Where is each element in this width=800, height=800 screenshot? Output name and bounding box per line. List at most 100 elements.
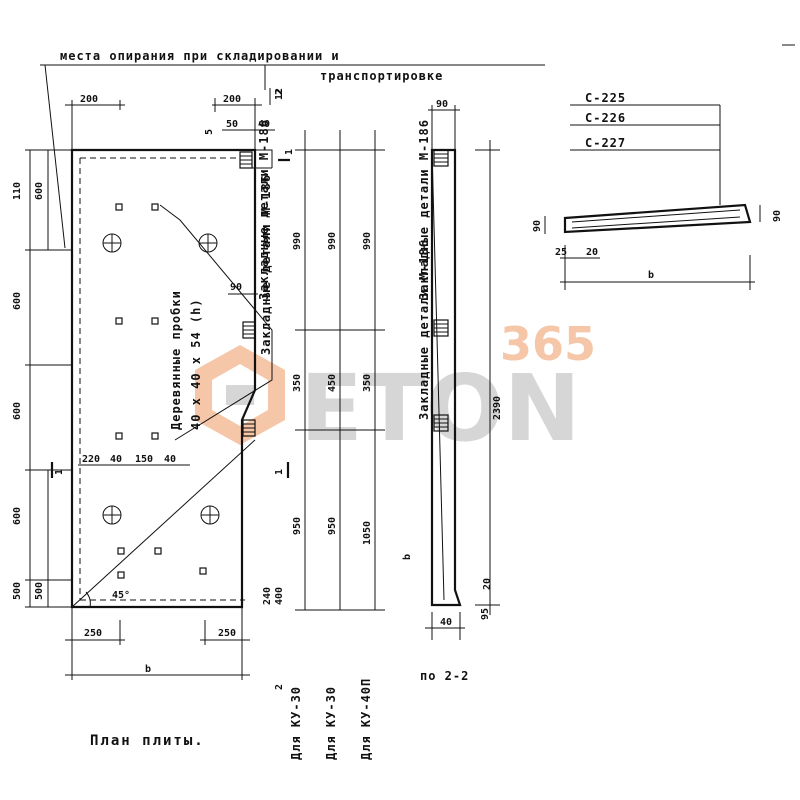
- dim-left-600d: 600: [12, 507, 23, 525]
- dim-row-40a: 40: [110, 454, 122, 465]
- embedded-parts-label-section-top: Закладные детали М-186: [417, 119, 431, 300]
- embedded-part-icon: [239, 151, 253, 169]
- opening-circle-icon: [102, 233, 122, 253]
- watermark-number: 365: [500, 317, 596, 371]
- dim-col-990c: 990: [362, 232, 373, 250]
- wood-plug-icon: [115, 432, 123, 440]
- angle-45: 45°: [112, 590, 130, 601]
- dim-xs-b: b: [648, 270, 654, 281]
- leader-support-left: [44, 64, 66, 249]
- opening-icons: [102, 233, 220, 525]
- section-mark-2a: 2: [274, 684, 285, 690]
- wood-plug-icons: [115, 203, 207, 579]
- dim-col-400: 400: [274, 587, 285, 605]
- embedded-parts-label-top: Закладные детали М-186: [257, 119, 271, 300]
- embedded-parts-label-section-mid: Закладные детали М-186: [417, 239, 431, 420]
- series-label-c227: С-227: [585, 136, 626, 150]
- wood-plug-icon: [199, 567, 207, 575]
- dim-top-left-200: 200: [80, 94, 98, 105]
- wood-plug-icon: [154, 547, 162, 555]
- embedded-part-icon: [242, 321, 256, 339]
- dim-sec-40: 40: [440, 617, 452, 628]
- dim-col-950a: 950: [292, 517, 303, 535]
- plan-bottom-dimensions: 250 250 b: [65, 607, 250, 680]
- dim-bot-b: b: [145, 664, 151, 675]
- wood-blocks-label-2: 40 x 40 x 54 (h): [189, 298, 203, 430]
- dim-left-600a: 600: [34, 182, 45, 200]
- wood-plug-icon: [117, 547, 125, 555]
- dim-top-right-200: 200: [223, 94, 241, 105]
- dim-xs-25: 25: [555, 247, 567, 258]
- embedded-part-icon: [433, 149, 449, 167]
- dim-col-990b: 990: [327, 232, 338, 250]
- opening-circle-icon: [102, 505, 122, 525]
- dim-col-350a: 350: [292, 374, 303, 392]
- section-mark-1c: 1: [284, 149, 295, 155]
- dim-left-600c: 600: [12, 402, 23, 420]
- dim-col-990a: 990: [292, 232, 303, 250]
- dim-xs-90a: 90: [532, 220, 543, 232]
- section-caption: по 2-2: [420, 669, 469, 683]
- embedded-part-icon: [242, 419, 256, 437]
- dim-bot-250b: 250: [218, 628, 236, 639]
- dim-sec-95: 95: [480, 608, 491, 620]
- dim-col-950b: 950: [327, 517, 338, 535]
- wood-plug-icon: [117, 571, 125, 579]
- use-ku40p: Для КУ-40П: [359, 678, 373, 760]
- embedded-parts-label-mid: Закладные детали М-186: [259, 174, 273, 355]
- use-ku30-b: Для КУ-30: [324, 686, 338, 760]
- plan-left-dimensions: 110 600 600 600 600 500 500: [12, 149, 72, 608]
- dim-left-110: 110: [12, 182, 23, 200]
- section-2-2: Закладные детали М-186 Закладные детали …: [402, 99, 503, 640]
- dim-col-1050: 1050: [362, 521, 373, 545]
- series-label-c225: С-225: [585, 91, 626, 105]
- opening-circle-icon: [200, 505, 220, 525]
- embedded-part-icons: [239, 151, 256, 437]
- dim-sec-2390: 2390: [492, 396, 503, 420]
- embedded-part-icon: [433, 414, 449, 432]
- angle-arc: [85, 591, 91, 608]
- wood-plug-icon: [151, 432, 159, 440]
- dim-col-240: 240: [262, 587, 273, 605]
- dim-top-5: 5: [204, 129, 215, 135]
- section-mark-1b: 1: [274, 469, 285, 475]
- wood-plug-icon: [151, 317, 159, 325]
- section-mark-1a: 1: [54, 469, 65, 475]
- dim-mid-90: 90: [230, 282, 242, 293]
- wood-plug-icon: [115, 317, 123, 325]
- dim-col-450: 450: [327, 374, 338, 392]
- embedded-part-icon: [433, 319, 449, 337]
- watermark-word: ETON: [300, 355, 581, 462]
- dim-row-220: 220: [82, 454, 100, 465]
- dim-sec-b: b: [402, 554, 413, 560]
- section-marks: 1 1 1 2 2: [50, 89, 295, 690]
- wood-plug-icon: [115, 203, 123, 211]
- dim-xs-90b: 90: [772, 210, 783, 222]
- dim-top-50: 50: [226, 119, 238, 130]
- plan-top-dimensions: 200 200 12 50 40 5: [65, 88, 285, 150]
- dim-col-350b: 350: [362, 374, 373, 392]
- variant-columns: 990 990 990 350 450 350 950 950 1050 240…: [262, 130, 385, 760]
- wood-plug-icon: [151, 203, 159, 211]
- dim-xs-20: 20: [586, 247, 598, 258]
- dim-row-40b: 40: [164, 454, 176, 465]
- title-line-1: места опирания при складировании и: [60, 49, 340, 63]
- series-label-c226: С-226: [585, 111, 626, 125]
- dim-left-600b: 600: [12, 292, 23, 310]
- plan-row-dimensions: 220 40 150 40: [78, 454, 190, 466]
- use-ku30-a: Для КУ-30: [289, 686, 303, 760]
- watermark: 365 ETON: [195, 317, 596, 462]
- dim-top-12: 12: [274, 88, 285, 100]
- dim-sec-20: 20: [482, 578, 493, 590]
- opening-circle-icon: [198, 233, 218, 253]
- title-line-2: транспортировке: [320, 69, 443, 83]
- dim-bot-250a: 250: [84, 628, 102, 639]
- section-mark-2b: 2: [274, 89, 285, 95]
- dim-left-500b: 500: [34, 582, 45, 600]
- plan-caption: План плиты.: [90, 733, 205, 749]
- dim-top-40: 40: [258, 119, 270, 130]
- cross-section: С-225 С-226 С-227 90 90 25 20 b: [532, 91, 783, 290]
- wood-blocks-label-1: Деревянные пробки: [169, 290, 183, 430]
